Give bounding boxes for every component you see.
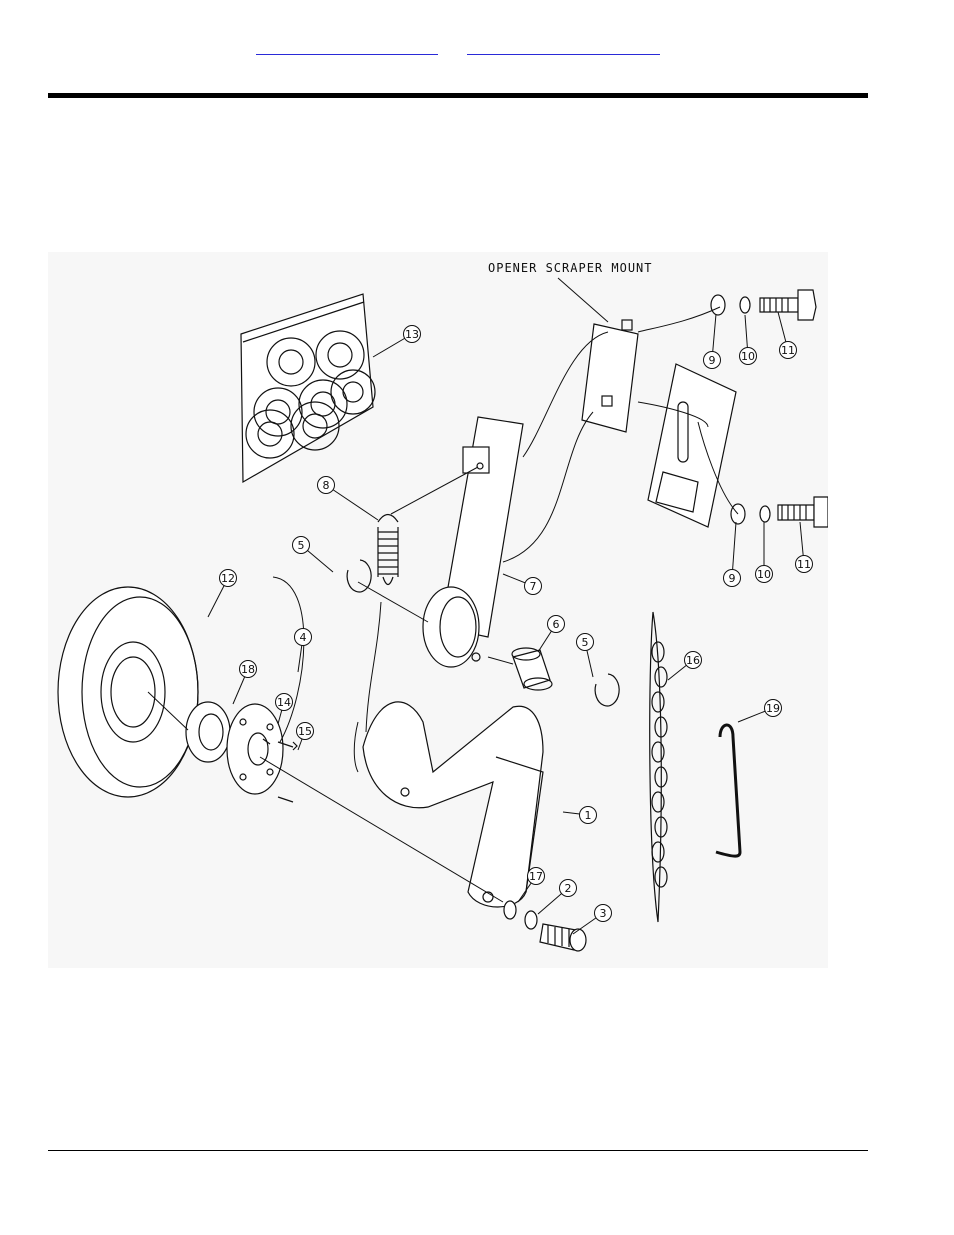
callout-number: 5 xyxy=(582,636,589,649)
callout-circle xyxy=(524,577,542,595)
callout-number: 8 xyxy=(323,479,330,492)
footer-rule xyxy=(48,1150,868,1151)
callout-number: 6 xyxy=(553,618,560,631)
callout-number: 11 xyxy=(781,344,795,357)
top-links xyxy=(0,38,954,58)
hook-pin xyxy=(715,723,742,858)
callout-circle xyxy=(559,879,577,897)
callout-circle xyxy=(219,569,237,587)
callout-number: 9 xyxy=(729,572,736,585)
bearing-bag xyxy=(240,293,376,484)
callout-number: 4 xyxy=(300,631,307,644)
callout-number: 7 xyxy=(530,580,537,593)
callout-number: 10 xyxy=(741,350,755,363)
callout-circle xyxy=(594,904,612,922)
callout-circle xyxy=(403,325,421,343)
callout-number: 17 xyxy=(529,870,543,883)
callout-circle xyxy=(576,633,594,651)
callout-circle xyxy=(292,536,310,554)
spring xyxy=(377,513,399,586)
chain xyxy=(649,611,668,923)
callout-leader xyxy=(325,484,379,521)
snap-ring-right xyxy=(594,673,620,707)
callout-number: 2 xyxy=(565,882,572,895)
opener-scraper-mount xyxy=(581,319,737,528)
callout-circle xyxy=(755,565,773,583)
callout-number: 1 xyxy=(585,809,592,822)
callout-number: 16 xyxy=(686,654,700,667)
callout-number: 10 xyxy=(757,568,771,581)
callout-circle xyxy=(723,569,741,587)
header-link-2[interactable] xyxy=(467,38,660,55)
hardware-top xyxy=(710,289,817,321)
gauge-wheel xyxy=(57,586,199,798)
callout-number: 3 xyxy=(600,907,607,920)
hardware-bottom xyxy=(730,496,828,528)
scraper-shank xyxy=(362,701,544,908)
callout-circle xyxy=(296,722,314,740)
callout-circle xyxy=(703,351,721,369)
callout-circle xyxy=(764,699,782,717)
callout-leader xyxy=(731,521,737,579)
callout-circle xyxy=(547,615,565,633)
callout-number: 12 xyxy=(221,572,235,585)
header-link-1[interactable] xyxy=(256,38,438,55)
lower-hardware xyxy=(503,900,587,952)
callout-circle xyxy=(579,806,597,824)
scraper-arm xyxy=(422,416,524,668)
callout-number: 14 xyxy=(277,696,291,709)
callout-circle xyxy=(795,555,813,573)
callout-number: 19 xyxy=(766,702,780,715)
snap-ring-left xyxy=(346,559,372,593)
callout-number: 15 xyxy=(298,725,312,738)
callout-circle xyxy=(239,660,257,678)
bearing xyxy=(185,701,231,763)
callout-circle xyxy=(684,651,702,669)
callout-number: 18 xyxy=(241,663,255,676)
callout-number: 13 xyxy=(405,328,419,341)
callout-circle xyxy=(275,693,293,711)
hub-bolts xyxy=(262,738,298,803)
callout-circle xyxy=(779,341,797,359)
callout-number: 9 xyxy=(709,354,716,367)
header-rule xyxy=(48,93,868,98)
callout-circle xyxy=(527,867,545,885)
bushing xyxy=(511,647,553,691)
callout-circle xyxy=(294,628,312,646)
callout-circle xyxy=(739,347,757,365)
hub-plate xyxy=(226,703,284,795)
opener-scraper-mount-label: OPENER SCRAPER MOUNT xyxy=(488,261,653,275)
callout-number: 11 xyxy=(797,558,811,571)
callout-number: 5 xyxy=(298,539,305,552)
callout-circle xyxy=(317,476,335,494)
